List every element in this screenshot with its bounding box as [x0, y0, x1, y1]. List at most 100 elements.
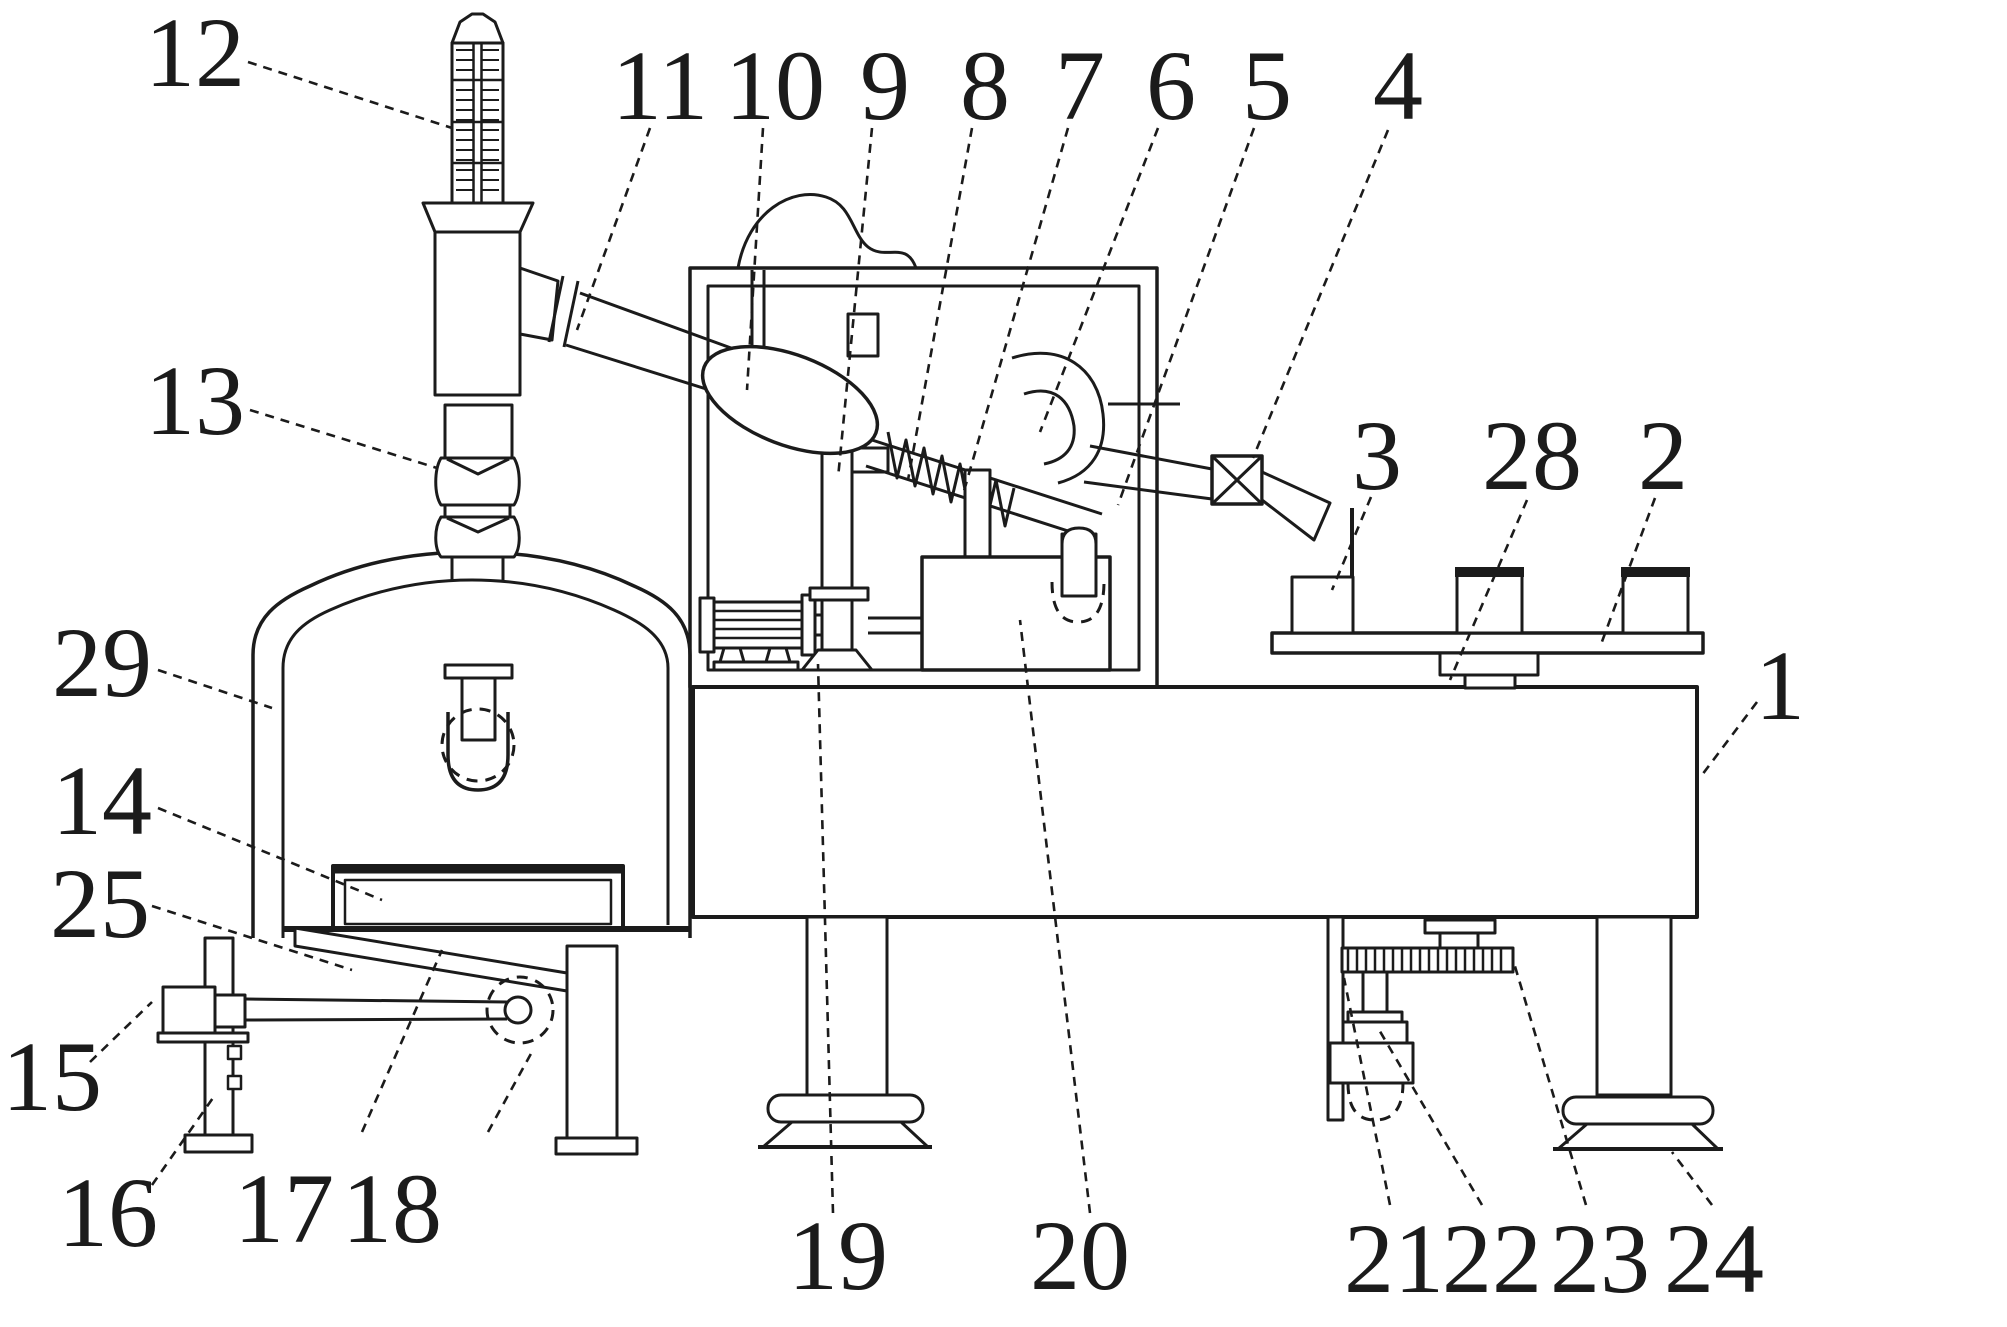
table-body — [691, 685, 1699, 919]
hook-stem — [460, 676, 497, 742]
leader-line-6 — [1038, 127, 1160, 433]
chamber-legs — [183, 936, 639, 1156]
part-label-23: 23 — [1550, 1203, 1650, 1314]
suction-foot-bar — [766, 1093, 925, 1124]
part-label-6: 6 — [1146, 30, 1196, 141]
spring-coil — [886, 431, 1016, 528]
leader-line-21 — [1342, 977, 1392, 1206]
motor-end-cap — [800, 593, 817, 657]
part-label-14: 14 — [52, 745, 152, 856]
leader-line-23 — [1512, 962, 1588, 1206]
cup-rim — [1455, 567, 1524, 577]
leader-line-2 — [1598, 497, 1657, 648]
motor-foot — [764, 646, 792, 664]
pump-column — [800, 586, 874, 672]
gear-rack-teeth — [1346, 948, 1503, 972]
roller-rod — [245, 997, 508, 1004]
leader-line-17 — [360, 949, 444, 1133]
leader-line-10 — [745, 127, 765, 391]
suction-foot-skirt — [761, 1120, 930, 1149]
leader-line-29 — [157, 668, 273, 710]
part-label-24: 24 — [1664, 1203, 1764, 1314]
rack-mount-plate — [1423, 918, 1497, 935]
pipe-branch-stub — [518, 266, 560, 342]
side-motor-base — [156, 1031, 250, 1044]
leader-line-16 — [150, 1094, 217, 1186]
side-motor-body — [161, 985, 217, 1035]
leader-line-4 — [1251, 129, 1390, 459]
suction-foot-bar — [1561, 1095, 1715, 1126]
part-label-13: 13 — [145, 345, 245, 456]
bellows-notch — [446, 516, 510, 534]
bellows-notch — [446, 457, 510, 476]
roller-hub — [503, 995, 533, 1025]
chute-roller — [485, 975, 555, 1045]
cup — [1621, 570, 1690, 635]
spray-hook — [440, 663, 516, 792]
bellows-neck — [443, 403, 514, 460]
rack-drive — [1326, 915, 1515, 1122]
platform-plate — [1270, 631, 1705, 655]
exit-pipe-bottom — [1083, 480, 1213, 501]
feed-pipe-top — [579, 291, 743, 354]
table-leg-center — [805, 915, 889, 1097]
roller-rod — [245, 1017, 508, 1022]
part-label-2: 2 — [1638, 400, 1688, 511]
leader-line-11 — [575, 127, 652, 331]
bellows-plate — [443, 503, 512, 519]
part-label-19: 19 — [788, 1200, 888, 1311]
part-label-12: 12 — [145, 0, 245, 108]
drawer-body — [331, 864, 625, 930]
support-pillar — [820, 446, 854, 590]
table-legs — [758, 915, 1723, 1151]
leader-line-20 — [1018, 619, 1092, 1214]
reservoir-pillar — [963, 468, 992, 559]
part-label-16: 16 — [58, 1157, 158, 1268]
enclosure-outer-wall — [688, 266, 1159, 689]
chamber-leg-right — [565, 944, 619, 1142]
platform-stem — [1463, 673, 1517, 690]
leader-line-15 — [89, 1001, 153, 1063]
table-leg-right — [1595, 915, 1673, 1097]
cup — [1290, 575, 1355, 635]
leader-line-28 — [1448, 499, 1529, 681]
part-label-28: 28 — [1482, 400, 1582, 511]
leader-line-12 — [247, 60, 453, 130]
part-label-1: 1 — [1755, 630, 1805, 741]
part-label-5: 5 — [1242, 30, 1292, 141]
column-body — [820, 598, 854, 652]
column-skirt — [800, 648, 874, 672]
suction-foot-skirt — [1556, 1122, 1720, 1151]
valve-x-mark — [1210, 454, 1264, 506]
leader-line-22 — [1376, 1027, 1484, 1206]
collection-drawer — [331, 864, 625, 930]
hook-u-shape — [446, 712, 510, 792]
bellows-bulb — [434, 456, 521, 507]
leader-line-7 — [960, 127, 1070, 499]
hook-flange — [443, 663, 514, 680]
part-label-3: 3 — [1352, 400, 1402, 511]
rotary-platform — [1270, 508, 1705, 690]
fitting-dashed-bulb — [1050, 581, 1106, 624]
leader-line-9 — [836, 127, 874, 479]
threaded-rod-ticks — [456, 49, 499, 191]
leader-line-19 — [816, 663, 835, 1214]
leader-line-3 — [1330, 496, 1373, 591]
chamber-foot-left — [183, 1133, 254, 1154]
leader-line-8 — [906, 127, 974, 481]
motor-foot — [718, 646, 746, 664]
discharge-unit — [156, 926, 569, 1091]
part-label-8: 8 — [960, 30, 1010, 141]
leader-line-1 — [1700, 701, 1759, 776]
motor-body — [712, 600, 804, 650]
part-label-20: 20 — [1030, 1200, 1130, 1311]
leader-line-18 — [486, 1049, 535, 1133]
reservoir-body — [920, 555, 1112, 672]
part-label-21: 21 — [1344, 1203, 1444, 1314]
fitting-cap — [1060, 526, 1098, 545]
main-table — [691, 685, 1699, 919]
screw-conveyor — [700, 193, 1213, 590]
bolt — [226, 1044, 243, 1061]
